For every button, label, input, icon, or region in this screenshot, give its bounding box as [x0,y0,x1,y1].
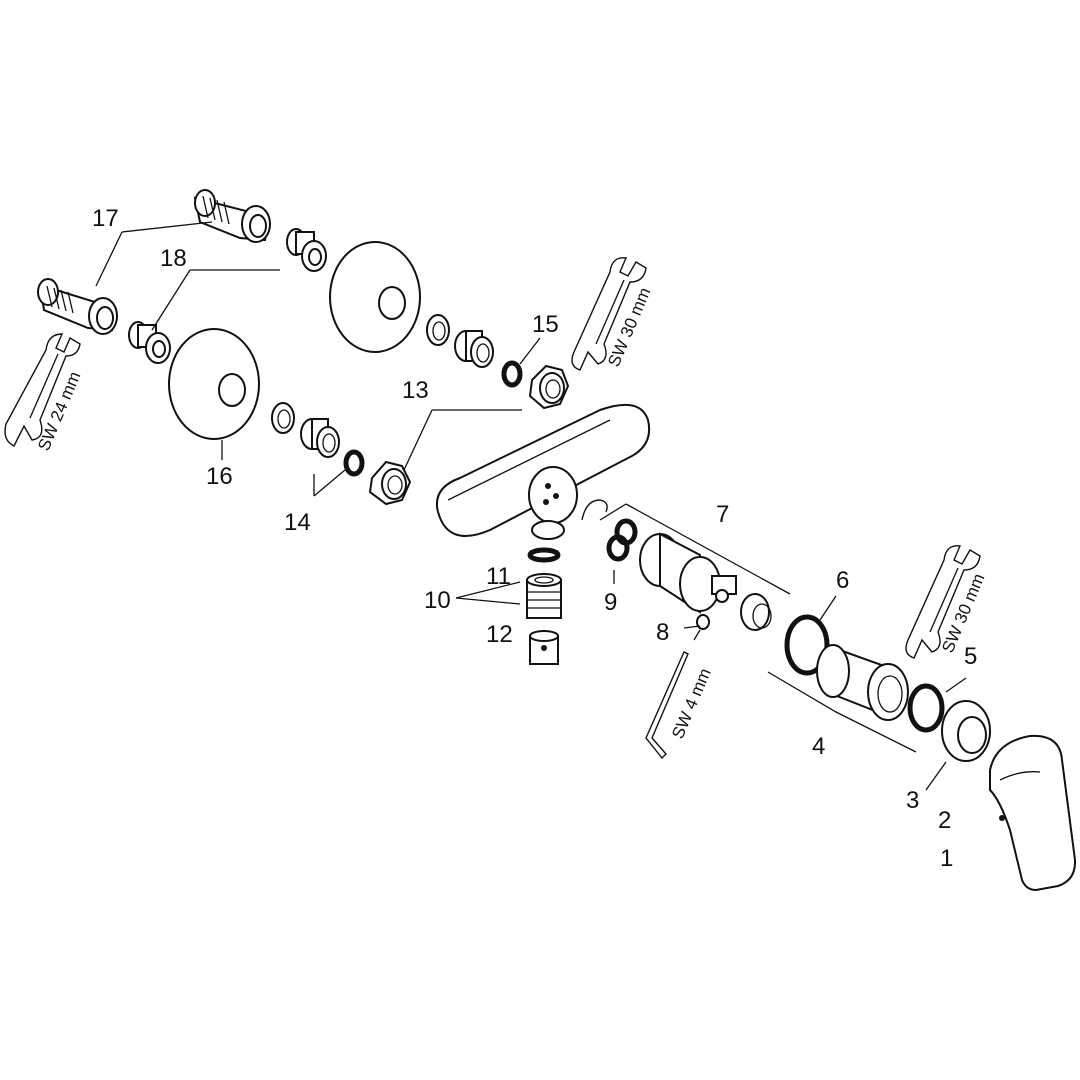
label-9: 9 [604,589,617,616]
wrench-30-right-icon [905,545,981,659]
cover-ring [941,700,991,762]
label-1: 1 [940,845,953,872]
label-10: 10 [424,587,451,614]
label-5: 5 [964,643,977,670]
label-3: 3 [906,787,919,814]
adapter-lower [300,418,340,458]
o-ring-lower [343,449,365,477]
label-12: 12 [486,621,513,648]
o-ring-upper [501,360,523,388]
hex-key-icon [645,651,689,760]
label-14: 14 [284,509,311,536]
check-valve-upper [286,228,327,272]
retaining-clip [581,499,608,521]
wrench-30-top-icon [571,257,647,371]
wrench-24-icon [4,333,81,447]
cartridge-nut [740,593,772,631]
label-16: 16 [206,463,233,490]
rosette-upper [329,241,421,353]
outlet-nut [529,630,559,665]
screw [693,614,710,641]
threaded-connector-lower [37,278,118,335]
union-nut-upper [528,364,570,410]
label-13: 13 [402,377,429,404]
label-8: 8 [656,619,669,646]
label-17: 17 [92,205,119,232]
label-6: 6 [836,567,849,594]
label-4: 4 [812,733,825,760]
rosette-lower [168,328,260,440]
mixer-body [436,403,650,540]
label-11: 11 [486,563,511,590]
outlet-o-ring [527,547,561,563]
threaded-connector-upper [193,189,271,243]
washer-lower [271,402,295,434]
washer-upper [426,314,450,346]
lever-handle [989,734,1077,892]
adapter-upper [454,330,494,368]
union-nut-lower [368,460,412,506]
outlet-nipple [526,573,562,619]
sleeve [816,644,909,721]
cartridge-seals [606,518,638,562]
check-valve-lower [128,321,171,364]
label-15: 15 [532,311,559,338]
leader-lines [95,221,967,791]
label-2: 2 [938,807,951,834]
large-o-ring [784,614,830,676]
label-7: 7 [716,501,729,528]
small-o-ring [907,683,945,733]
label-18: 18 [160,245,187,272]
part-labels: 1 2 3 4 5 6 7 8 9 10 11 12 13 14 15 16 1… [92,205,977,872]
cartridge [639,532,737,614]
